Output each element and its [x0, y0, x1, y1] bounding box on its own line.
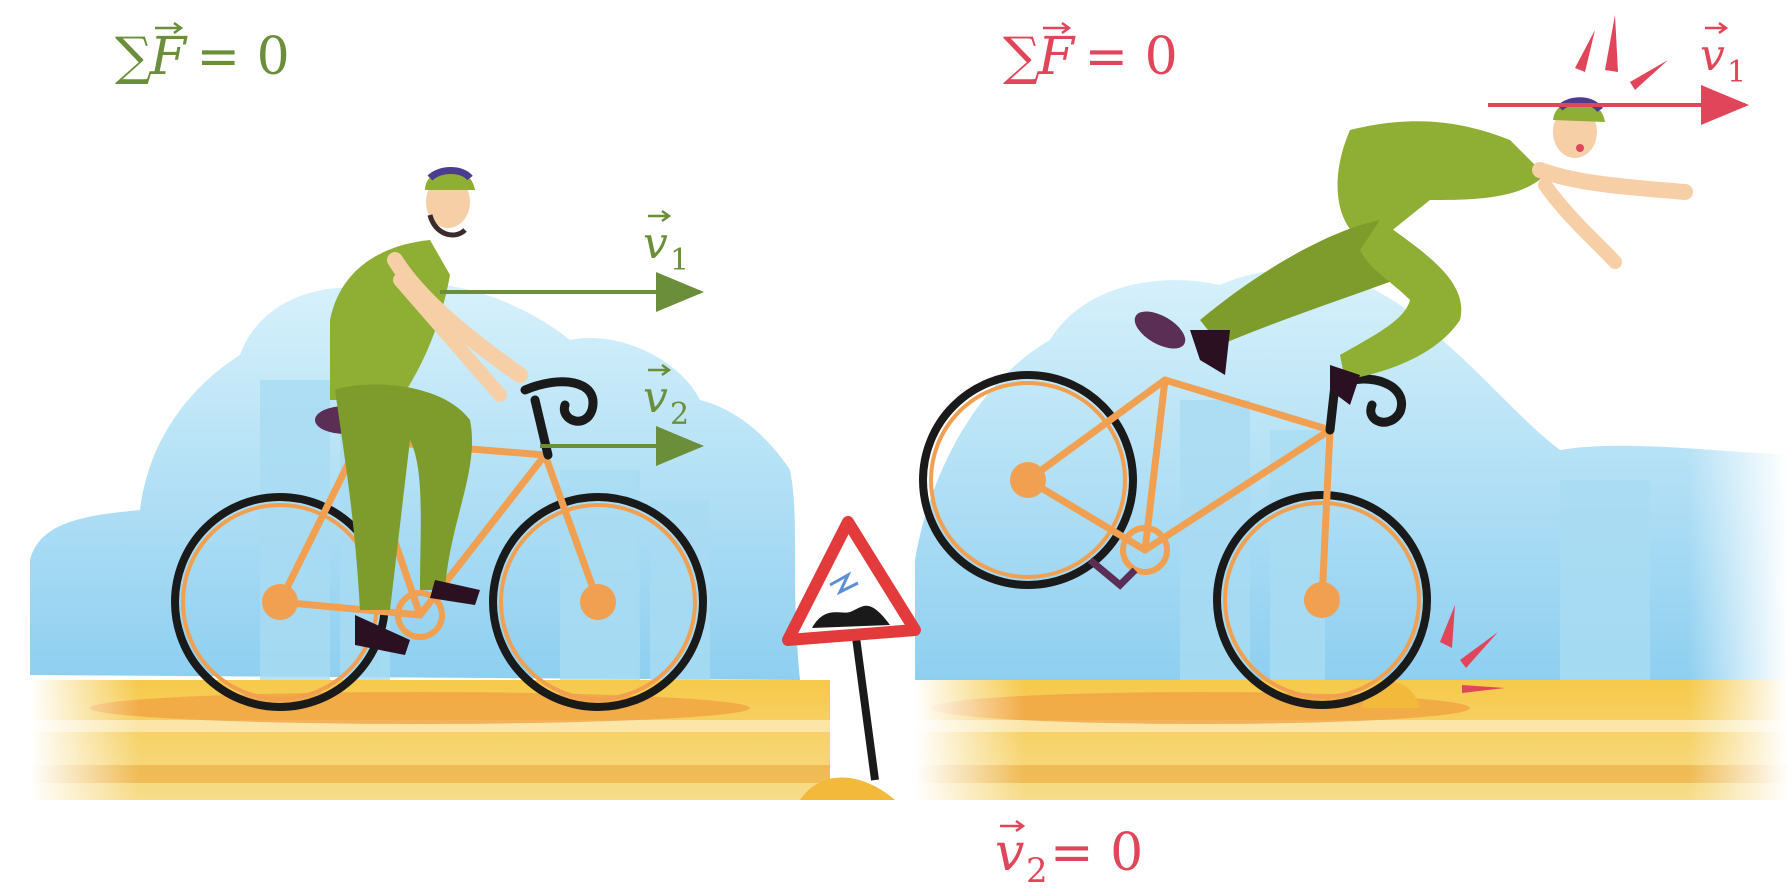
left-velocity-2-label: v 2	[643, 365, 689, 432]
right-sky-background	[915, 270, 1788, 680]
svg-text:= 0: = 0	[1050, 823, 1143, 883]
right-net-force-equation: ∑ F = 0	[1003, 23, 1178, 87]
svg-text:1: 1	[1727, 55, 1746, 90]
svg-text:v: v	[643, 372, 668, 423]
svg-text:2: 2	[670, 397, 689, 432]
svg-text:2: 2	[1026, 851, 1048, 888]
left-velocity-1-label: v 1	[643, 211, 689, 278]
right-velocity-1-label: v 1	[1700, 23, 1746, 90]
left-equation-rest: = 0	[180, 27, 290, 87]
right-equation-rest: = 0	[1068, 27, 1178, 87]
svg-text:∑: ∑	[115, 27, 152, 87]
bottom-velocity-2-equation: v 2 = 0	[995, 821, 1143, 888]
svg-text:v: v	[643, 218, 668, 269]
svg-text:1: 1	[670, 243, 689, 278]
left-net-force-equation: ∑ F = 0	[115, 23, 290, 87]
svg-text:∑: ∑	[1003, 27, 1040, 87]
svg-text:v: v	[995, 823, 1024, 883]
svg-text:v: v	[1700, 30, 1725, 81]
